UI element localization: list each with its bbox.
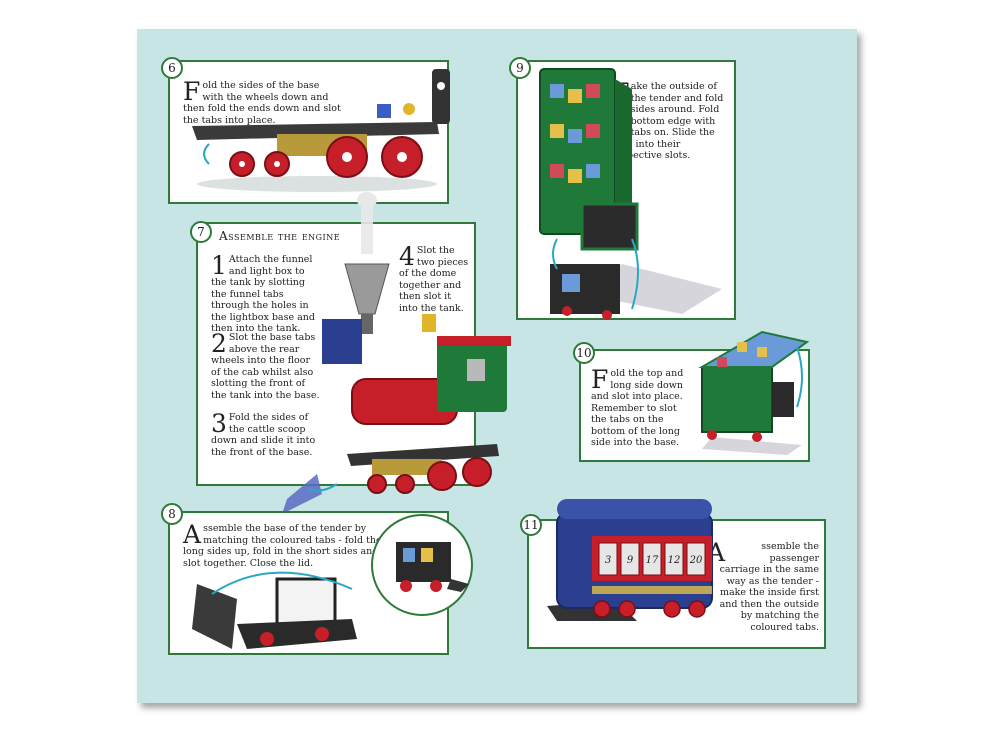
substep-1-number: 1 (211, 251, 227, 280)
step-10-number: 10 (573, 342, 595, 364)
tender-base-detail-circle (371, 514, 473, 616)
substep-4-number: 4 (399, 242, 415, 271)
step-7-title: Assemble the engine (219, 229, 341, 243)
tender-base-illustration (192, 571, 357, 649)
carriage-window-5: 20 (689, 555, 703, 566)
substep-3-text: Fold the sides of the cattle scoop down … (211, 412, 316, 458)
substep-2-number: 2 (211, 329, 227, 358)
passenger-carriage-illustration: 3 9 17 12 20 (547, 499, 713, 621)
step-10-dropcap: F (591, 365, 609, 394)
tender-base-closeup (396, 542, 469, 592)
step-8-body: ssemble the base of the tender by matchi… (183, 523, 382, 569)
tender-outside-illustration (539, 68, 722, 320)
step-10-body: old the top and long side down and slot … (591, 368, 684, 448)
substep-2-text: Slot the base tabs above the rear wheels… (211, 332, 320, 401)
step-8-dropcap: A (183, 520, 202, 549)
engine-base-illustration (192, 69, 450, 192)
step-11-number: 11 (520, 514, 542, 536)
step-8-number: 8 (161, 503, 183, 525)
step-6-number: 6 (161, 57, 183, 79)
step-11-body: ssemble the passenger carriage in the sa… (719, 541, 819, 633)
step-9-number: 9 (509, 57, 531, 79)
substep-1-text: Attach the funnel and light box to the t… (211, 254, 315, 334)
carriage-window-1: 3 (605, 555, 611, 566)
step-6-body: old the sides of the base with the wheel… (183, 80, 341, 126)
step-9-body: ake the outside of the tender and fold t… (612, 81, 724, 161)
tender-closing-illustration (698, 330, 810, 455)
engine-assembly-illustration (282, 192, 511, 514)
substep-3-number: 3 (211, 409, 227, 438)
step-6-dropcap: F (183, 77, 201, 106)
substep-4-text: Slot the two pieces of the dome together… (399, 245, 469, 314)
carriage-window-2: 9 (627, 555, 634, 566)
carriage-window-3: 17 (646, 555, 659, 566)
step-7-number: 7 (190, 221, 212, 243)
carriage-window-4: 12 (668, 555, 681, 566)
